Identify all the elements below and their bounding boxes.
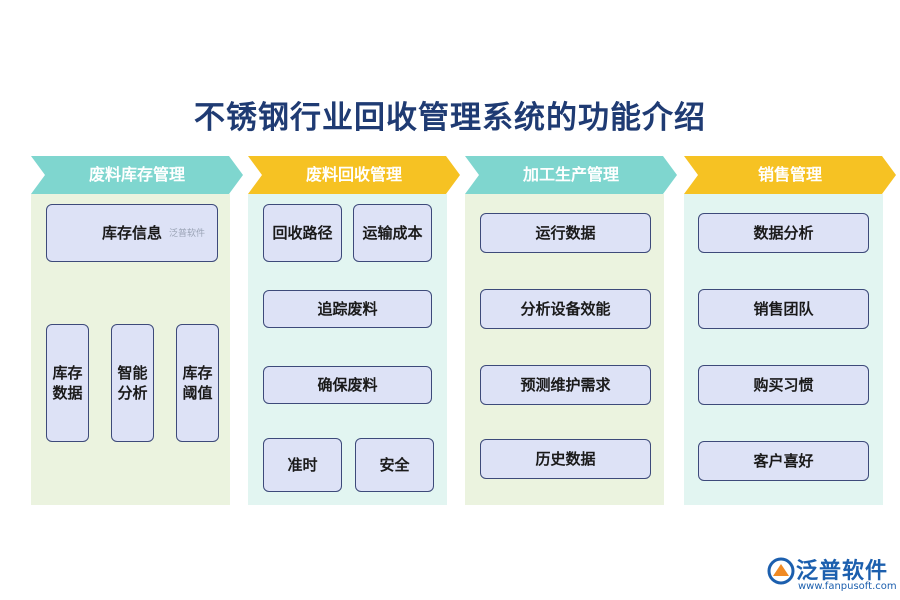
column-header-sales-management: 销售管理 <box>684 156 896 194</box>
feature-label: 智能 分析 <box>117 364 148 402</box>
feature-box-smart-analysis: 智能 分析 <box>111 324 154 442</box>
feature-label: 安全 <box>379 456 410 474</box>
feature-box-customer-preferences: 客户喜好 <box>698 441 869 481</box>
feature-box-equipment-efficiency: 分析设备效能 <box>480 289 651 329</box>
logo-name: 泛普软件 <box>796 559 889 584</box>
feature-label: 数据分析 <box>753 224 814 242</box>
fanpu-logo-icon <box>767 557 795 585</box>
feature-box-on-time: 准时 <box>263 438 342 492</box>
column-header-label: 销售管理 <box>757 165 822 184</box>
feature-label: 客户喜好 <box>753 452 814 470</box>
header-arrow-shape <box>465 156 677 194</box>
feature-label: 预测维护需求 <box>520 376 611 394</box>
feature-label: 库存 阈值 <box>182 364 213 402</box>
feature-box-purchase-habits: 购买习惯 <box>698 365 869 405</box>
column-panel-processing-production: 运行数据 分析设备效能 预测维护需求 历史数据 <box>465 194 664 505</box>
feature-label: 销售团队 <box>753 300 814 318</box>
header-arrow-shape <box>248 156 460 194</box>
feature-label: 运行数据 <box>535 224 596 242</box>
feature-box-operation-data: 运行数据 <box>480 213 651 253</box>
inline-watermark: 泛普软件 <box>169 229 206 239</box>
feature-label: 库存信息 <box>101 224 162 242</box>
feature-box-sales-team: 销售团队 <box>698 289 869 329</box>
feature-label: 准时 <box>287 456 318 474</box>
feature-box-inventory-data: 库存 数据 <box>46 324 89 442</box>
column-header-processing-production: 加工生产管理 <box>465 156 677 194</box>
page-title: 不锈钢行业回收管理系统的功能介绍 <box>194 100 706 136</box>
column-panel-waste-recycling: 回收路径 运输成本 追踪废料 确保废料 准时 安全 <box>248 194 447 505</box>
feature-box-track-waste: 追踪废料 <box>263 290 432 328</box>
column-panel-sales-management: 数据分析 销售团队 购买习惯 客户喜好 <box>684 194 883 505</box>
column-header-label: 废料回收管理 <box>305 165 402 184</box>
feature-label: 购买习惯 <box>753 376 814 394</box>
feature-box-inventory-info: 库存信息 泛普软件 <box>46 204 218 262</box>
feature-box-ensure-waste: 确保废料 <box>263 366 432 404</box>
feature-label: 回收路径 <box>272 224 333 242</box>
feature-label: 追踪废料 <box>317 300 378 318</box>
column-header-waste-recycling: 废料回收管理 <box>248 156 460 194</box>
header-arrow-shape <box>31 156 243 194</box>
feature-box-data-analysis: 数据分析 <box>698 213 869 253</box>
column-header-waste-inventory: 废料库存管理 <box>31 156 243 194</box>
feature-label: 分析设备效能 <box>520 300 611 318</box>
feature-label: 确保废料 <box>317 376 378 394</box>
logo-url: www.fanpusoft.com <box>798 581 897 592</box>
feature-label: 历史数据 <box>535 450 596 468</box>
header-arrow-shape <box>684 156 896 194</box>
feature-box-historical-data: 历史数据 <box>480 439 651 479</box>
feature-box-recycling-route: 回收路径 <box>263 204 342 262</box>
column-header-label: 废料库存管理 <box>88 165 185 184</box>
feature-box-transport-cost: 运输成本 <box>353 204 432 262</box>
feature-label: 库存 数据 <box>52 364 83 402</box>
feature-box-inventory-threshold: 库存 阈值 <box>176 324 219 442</box>
feature-box-safety: 安全 <box>355 438 434 492</box>
column-header-label: 加工生产管理 <box>522 165 619 184</box>
feature-label: 运输成本 <box>362 224 423 242</box>
column-panel-waste-inventory: 库存信息 泛普软件 库存 数据 智能 分析 库存 阈值 <box>31 194 230 505</box>
feature-box-predictive-maintenance: 预测维护需求 <box>480 365 651 405</box>
